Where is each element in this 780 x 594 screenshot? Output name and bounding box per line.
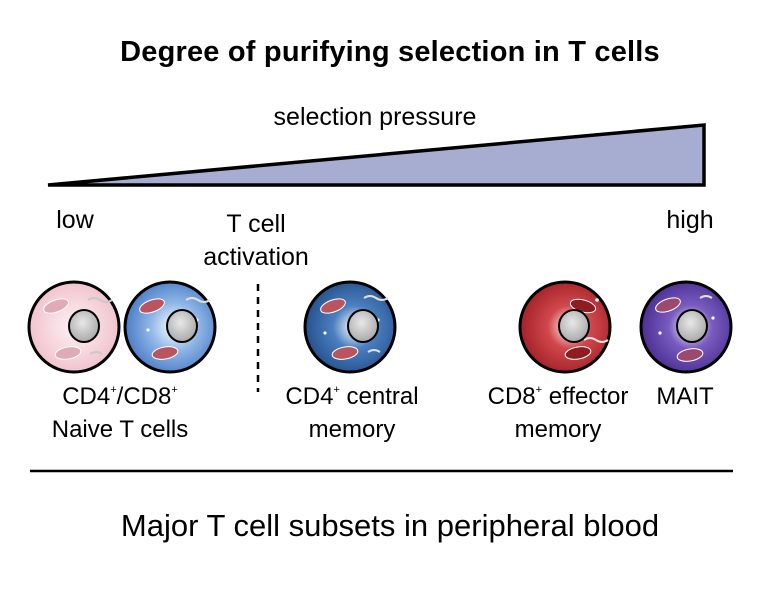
selection-pressure-label: selection pressure: [273, 103, 477, 131]
naive-cd4-cell-icon: [27, 280, 121, 374]
diagram-title: Degree of purifying selection in T cells: [120, 36, 660, 68]
activation-line-1: T cell: [226, 210, 286, 238]
scale-low-label: low: [56, 206, 94, 234]
mait-cell-icon: [639, 280, 733, 374]
cd4cm-label-line-1: CD4+ central: [285, 383, 419, 410]
cd8em-label-line-1: CD8+ effector: [487, 383, 629, 410]
cd8-effector-memory-cell-icon: [518, 280, 612, 374]
cd8em-label-line-2: memory: [514, 416, 602, 443]
cd4cm-label-line-2: memory: [308, 416, 396, 443]
naive-label-line-1: CD4+/CD8+: [62, 383, 178, 410]
activation-line-2: activation: [203, 243, 309, 271]
cd4-central-memory-cell-icon: [303, 280, 397, 374]
scale-high-label: high: [666, 206, 714, 234]
naive-t-cells-label: CD4+/CD8+ Naive T cells: [20, 380, 220, 446]
selection-pressure-wedge: [47, 123, 706, 187]
t-cell-activation-label: T cell activation: [180, 208, 332, 274]
cd4-central-memory-label: CD4+ central memory: [262, 380, 442, 446]
naive-cd8-cell-icon: [123, 280, 217, 374]
mait-label: MAIT: [656, 383, 714, 410]
footer-caption: Major T cell subsets in peripheral blood: [120, 508, 660, 543]
naive-label-line-2: Naive T cells: [51, 416, 189, 443]
cd8-effector-memory-label: CD8+ effector memory: [468, 380, 648, 446]
